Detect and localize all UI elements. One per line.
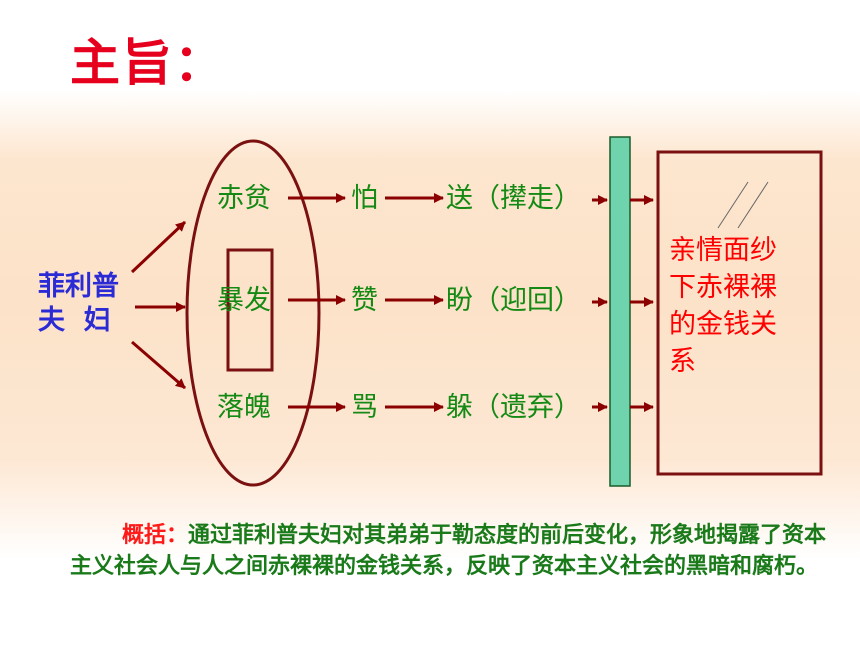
summary-paragraph: 概括：通过菲利普夫妇对其弟弟于勒态度的前后变化，形象地揭露了资本主义社会人与人之… <box>70 520 830 582</box>
barrier-bar <box>609 136 631 487</box>
states-ellipse <box>185 139 321 487</box>
summary-text: 通过菲利普夫妇对其弟弟于勒态度的前后变化，形象地揭露了资本主义社会人与人之间赤裸… <box>70 523 827 579</box>
arrow-subject-to-state-3 <box>131 340 186 390</box>
result-line-3: 的金钱关 <box>669 309 777 340</box>
decor-slash-2 <box>737 181 769 229</box>
arrow-subject-to-state-1 <box>130 220 187 274</box>
page-title: 主旨： <box>70 34 226 92</box>
decor-slash-1 <box>717 181 749 229</box>
result-line-1: 亲情面纱 <box>669 235 777 266</box>
summary-lead: 概括： <box>122 523 189 548</box>
subject-label: 菲利普 夫 妇 <box>38 270 119 338</box>
result-box <box>656 150 823 476</box>
subject-line-1: 菲利普 <box>38 271 119 302</box>
state-label-2: 暴发 <box>217 285 271 316</box>
state-label-3: 落魄 <box>217 392 271 423</box>
attitude-label-3: 骂 <box>351 392 378 423</box>
action-label-2: 盼（迎回） <box>446 285 581 316</box>
result-line-4: 系 <box>669 346 696 377</box>
subject-line-2: 夫 妇 <box>38 305 111 336</box>
highlight-rect <box>226 248 274 372</box>
action-label-3: 躲（遗弃） <box>446 392 581 423</box>
attitude-label-1: 怕 <box>351 183 378 214</box>
result-text: 亲情面纱 下赤裸裸 的金钱关 系 <box>669 232 819 380</box>
state-label-1: 赤贫 <box>217 183 271 214</box>
action-label-1: 送（撵走） <box>446 183 581 214</box>
result-line-2: 下赤裸裸 <box>669 272 777 303</box>
attitude-label-2: 赞 <box>351 285 378 316</box>
